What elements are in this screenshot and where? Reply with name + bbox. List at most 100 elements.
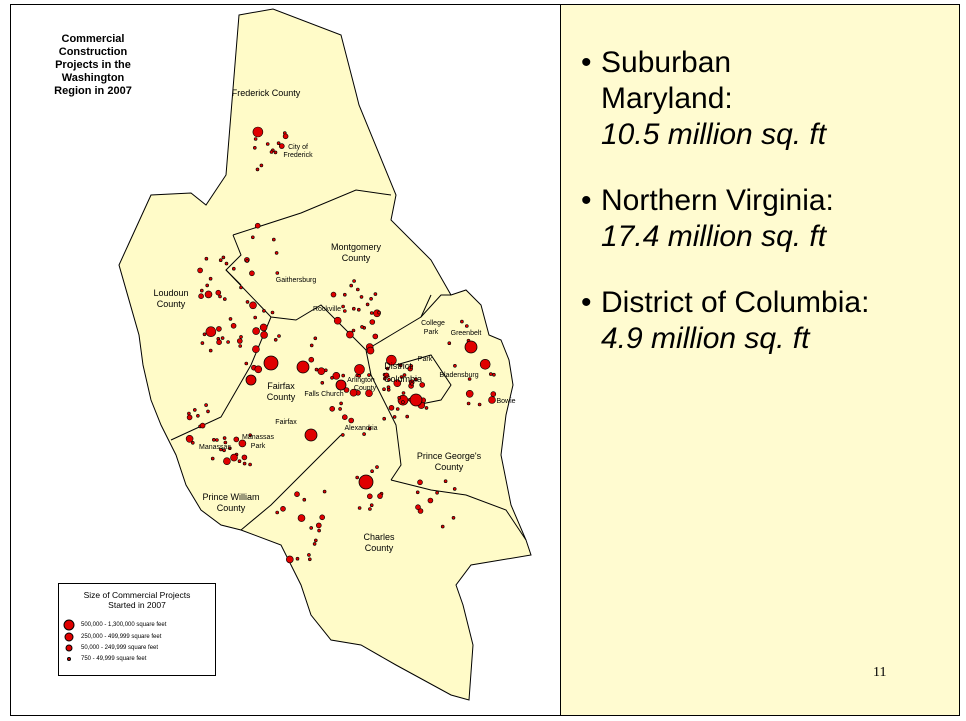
project-dot [466, 401, 471, 406]
project-dot [447, 341, 452, 346]
project-dot [329, 405, 336, 412]
project-dot [255, 167, 260, 172]
legend-title-line: Size of Commercial Projects [83, 590, 191, 600]
project-dot [375, 465, 379, 469]
bullet-region: Suburban [601, 46, 732, 79]
project-dot [223, 457, 231, 466]
project-dot [405, 414, 410, 419]
place-labels: Frederick County City of Frederick Montg… [153, 88, 515, 553]
project-dot [366, 493, 373, 500]
project-dot [222, 448, 226, 453]
project-dot [252, 126, 264, 138]
project-dot [335, 379, 347, 391]
project-dot [275, 510, 280, 515]
bullet-value: 10.5 million sq. ft [601, 118, 827, 151]
project-dot [453, 363, 457, 368]
project-dot [339, 401, 343, 406]
project-dot [216, 339, 222, 346]
legend-title: Size of Commercial Projects Started in 2… [59, 590, 215, 610]
project-dot [249, 301, 257, 310]
legend-label: 500,000 - 1,300,000 square feet [81, 622, 167, 628]
project-dot [419, 382, 426, 388]
project-dot [199, 422, 206, 429]
project-dot [355, 475, 360, 480]
label-loudoun-county: County [157, 299, 186, 309]
project-dot [230, 453, 238, 462]
label-loudoun: Loudoun [153, 288, 188, 298]
project-dot [233, 436, 240, 443]
map-title-line: Commercial [61, 33, 125, 45]
map-title: Commercial Construction Projects in the … [33, 33, 153, 98]
project-dot [410, 381, 414, 386]
bullet-dc: District of Columbia: 4.9 million sq. ft [581, 285, 951, 357]
legend-title-line: Started in 2007 [108, 600, 166, 610]
project-dot [414, 377, 418, 382]
project-dot [307, 557, 312, 562]
project-dot [285, 555, 294, 564]
project-dot [417, 479, 423, 486]
bullet-value: 4.9 million sq. ft [601, 322, 810, 355]
project-dot [277, 334, 281, 338]
project-dot [370, 469, 374, 474]
project-dot [317, 367, 326, 376]
bullet-virginia: Northern Virginia: 17.4 million sq. ft [581, 183, 951, 255]
project-dot [424, 406, 429, 410]
project-dot [358, 474, 374, 490]
project-dot [204, 290, 213, 299]
project-dot [223, 297, 227, 301]
project-dot [382, 387, 386, 392]
project-dot [313, 336, 318, 341]
project-dot [294, 491, 300, 498]
project-dot [435, 490, 439, 495]
project-dot [218, 258, 223, 262]
project-dot [244, 361, 249, 366]
project-dot [341, 414, 348, 421]
project-dot [377, 310, 381, 315]
project-dot [197, 267, 203, 274]
bullet-maryland: Suburban Maryland: 10.5 million sq. ft [581, 45, 951, 153]
project-dot [309, 526, 314, 530]
bullet-value: 17.4 million sq. ft [601, 220, 827, 253]
project-dot [238, 439, 247, 448]
project-dot [254, 222, 261, 229]
map-title-line: Washington [61, 72, 125, 84]
project-dot [392, 415, 397, 419]
project-dot [340, 433, 345, 437]
project-dot [245, 300, 250, 304]
project-dot [355, 287, 360, 292]
project-dot [263, 355, 279, 371]
label-college-park: Park [424, 329, 439, 336]
project-dot [386, 385, 391, 390]
project-dot [402, 373, 407, 377]
project-dot [241, 454, 248, 461]
text-panel: Suburban Maryland: 10.5 million sq. ft N… [561, 5, 959, 715]
project-dot [343, 387, 350, 393]
project-dot [302, 497, 307, 502]
label-arlington-county: County [354, 385, 377, 392]
project-dot [386, 354, 397, 366]
project-dot [464, 324, 469, 328]
project-dot [401, 400, 405, 404]
project-dot [232, 266, 236, 271]
project-dot [342, 309, 347, 313]
project-dot [397, 395, 402, 400]
label-frederick-county: Frederick County [232, 88, 301, 98]
project-dot [348, 417, 355, 424]
project-dot [205, 326, 217, 338]
label-manassas-park: Manassas [242, 434, 274, 441]
project-dot [270, 310, 275, 315]
project-dot [193, 408, 197, 412]
project-dot [208, 276, 213, 281]
project-dot [451, 515, 456, 520]
label-prince-georges: Prince George's [417, 451, 482, 461]
project-dot [415, 490, 420, 495]
bullet-list: Suburban Maryland: 10.5 million sq. ft N… [581, 45, 951, 387]
project-dot [202, 332, 207, 337]
project-dot [198, 293, 204, 300]
project-dot [215, 438, 219, 442]
project-dot [253, 146, 257, 150]
project-dot [366, 346, 375, 355]
label-district: District [384, 361, 412, 371]
project-dot [352, 279, 356, 283]
label-falls-church: Falls Church [304, 391, 343, 398]
